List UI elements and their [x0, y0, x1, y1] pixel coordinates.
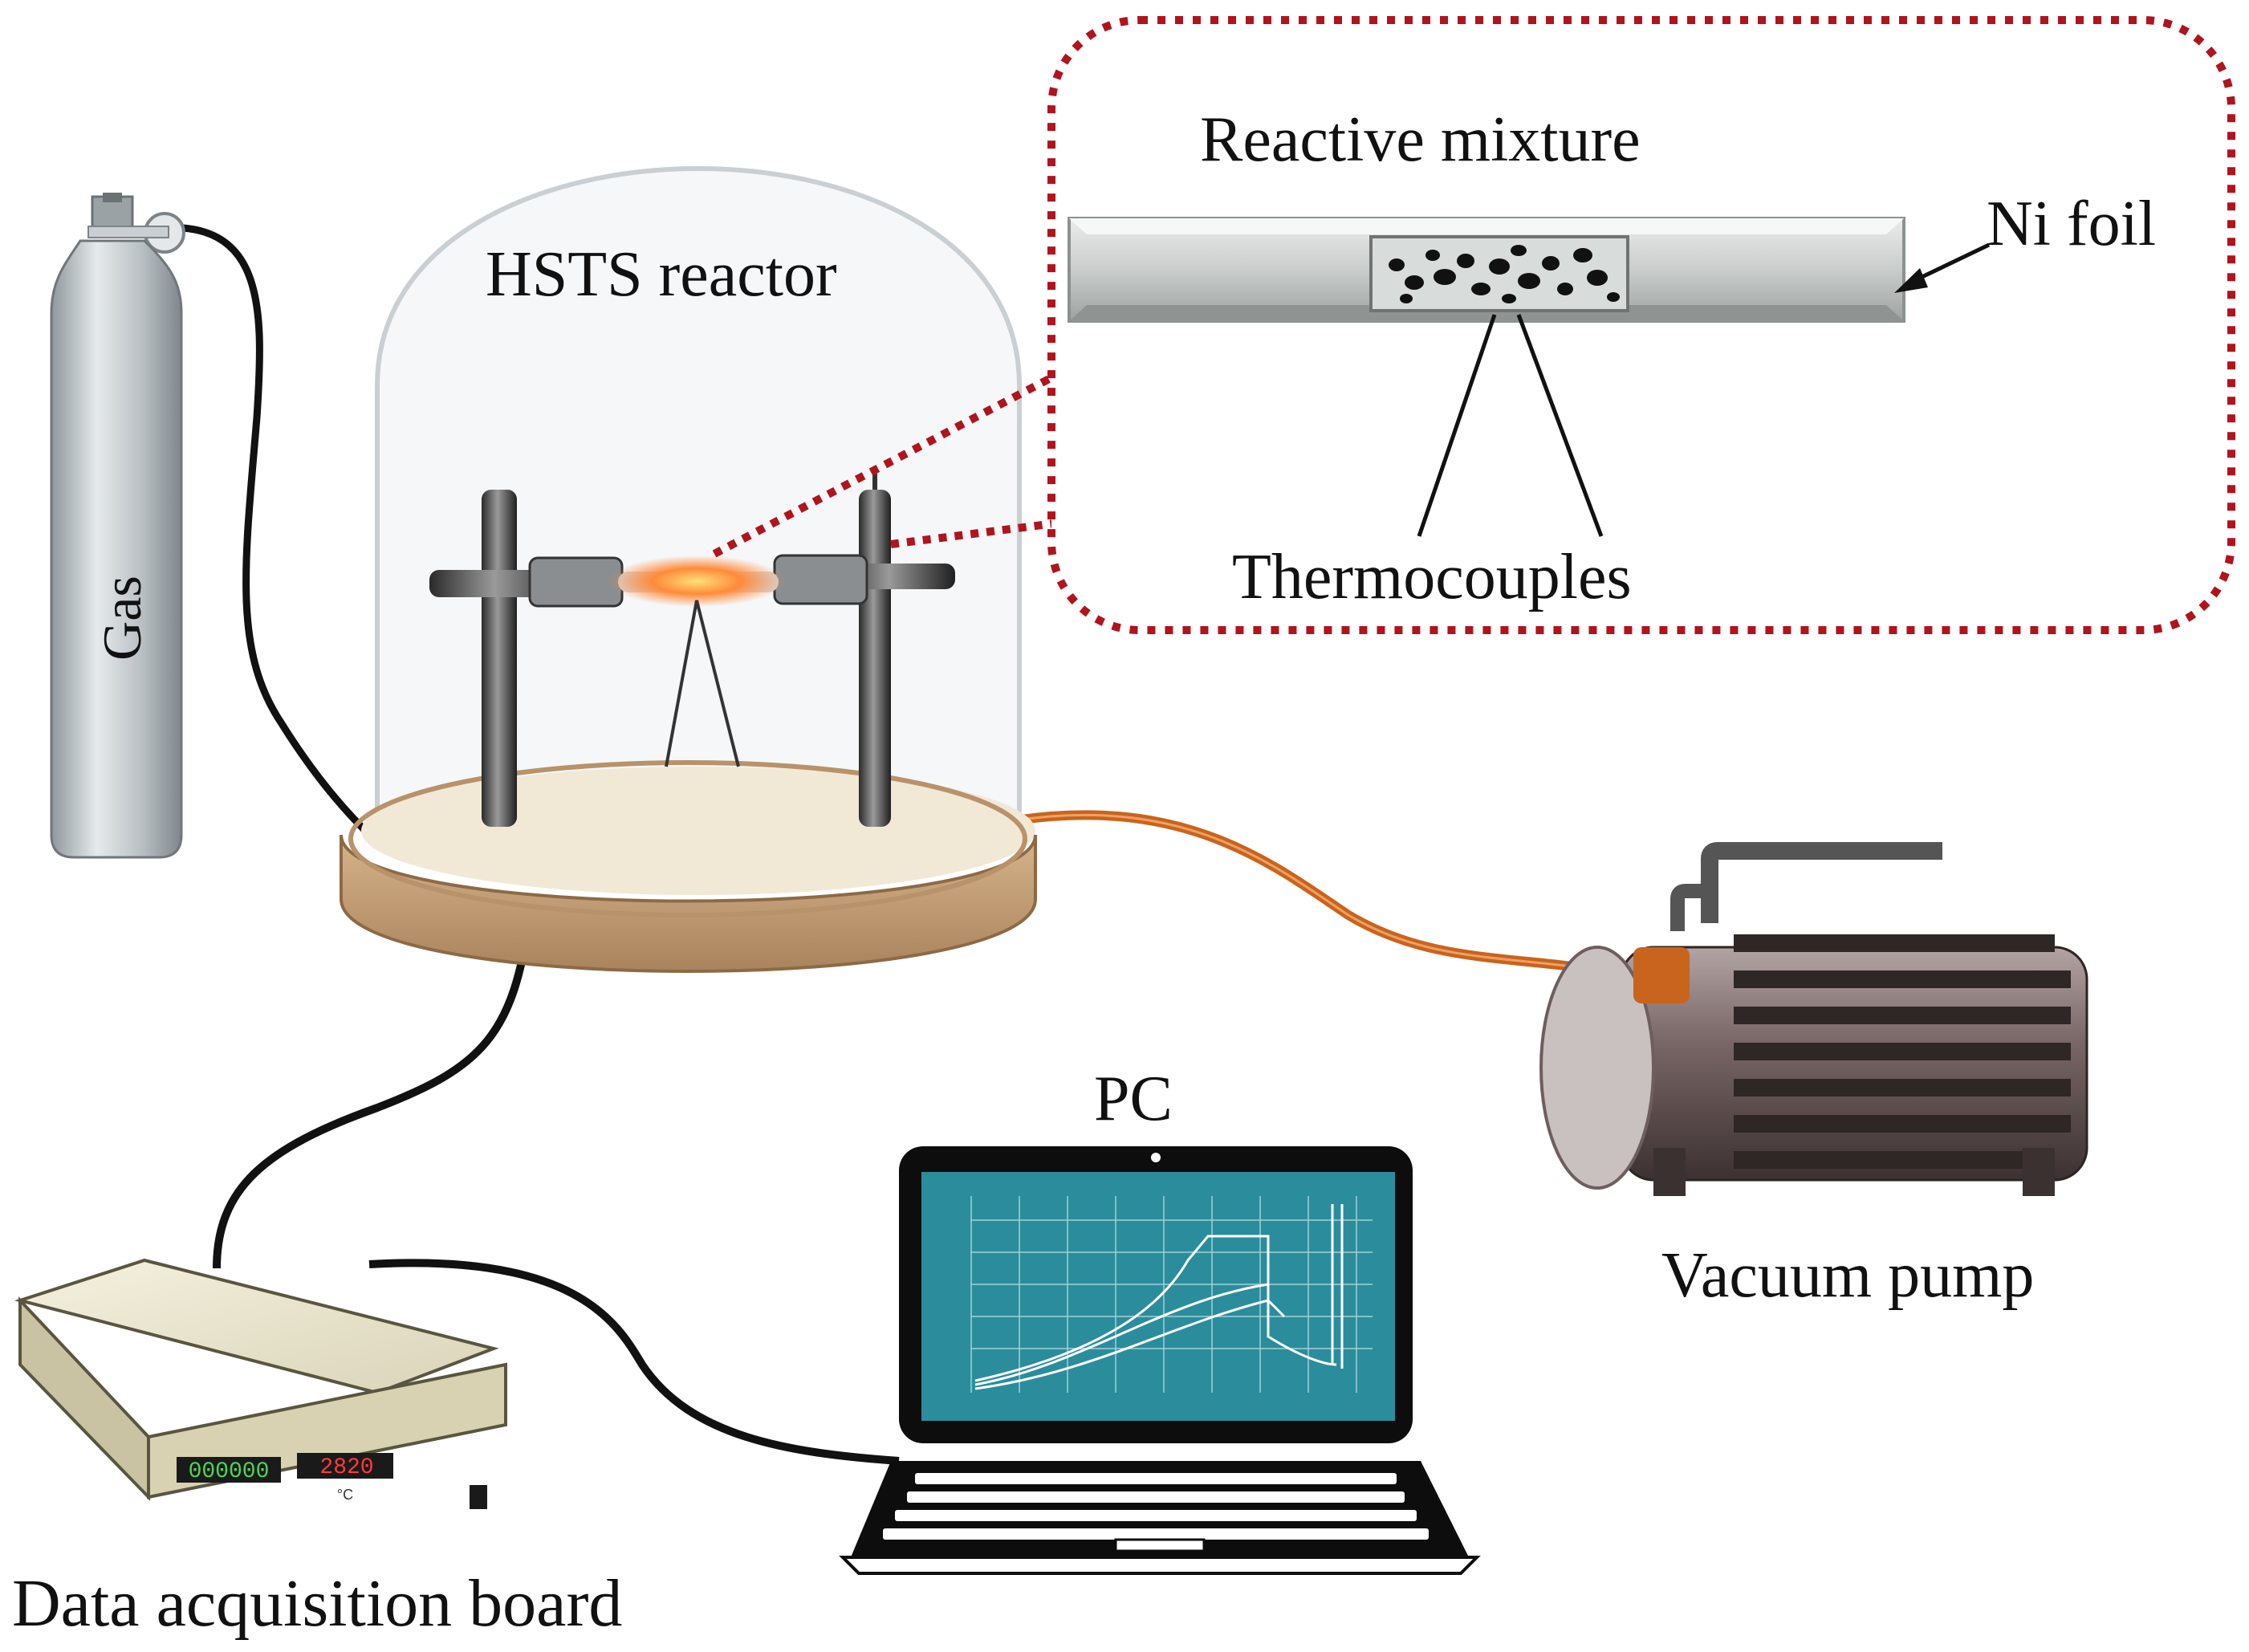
reactive-mixture-label: Reactive mixture	[1200, 104, 1641, 175]
daq-right-readout: 2820	[319, 1455, 373, 1480]
right-electrode	[859, 490, 891, 827]
gas-label: Gas	[92, 576, 153, 661]
thermocouple-wires	[665, 600, 740, 767]
left-electrode	[482, 490, 517, 827]
vacuum-pump-label: Vacuum pump	[1661, 1240, 2034, 1311]
thermocouple-cable	[213, 914, 534, 1269]
gas-line	[119, 224, 380, 846]
daq-unit: °C	[337, 1487, 353, 1503]
mixture-particles	[1389, 245, 1620, 303]
wooden-base	[340, 834, 1037, 973]
hot-zone	[608, 555, 785, 607]
pc-cable	[368, 1259, 900, 1465]
bell-jar-icon	[340, 166, 1037, 973]
thermocouples-label: Thermocouples	[1232, 542, 1632, 612]
data-board-icon: 000000 2820 °C	[14, 1258, 507, 1509]
daq-label: Data acquisition board	[12, 1566, 622, 1641]
gas-cylinder-icon	[50, 193, 185, 859]
reactor-label: HSTS reactor	[486, 239, 837, 310]
inset-callout	[1047, 16, 2235, 634]
vacuum-pump-icon	[1539, 842, 2088, 1196]
daq-left-readout: 000000	[189, 1459, 270, 1484]
vacuum-line	[1015, 810, 1606, 976]
laptop-icon	[839, 1146, 1481, 1575]
pc-label: PC	[1094, 1064, 1173, 1134]
ni-foil-label: Ni foil	[1987, 189, 2156, 259]
